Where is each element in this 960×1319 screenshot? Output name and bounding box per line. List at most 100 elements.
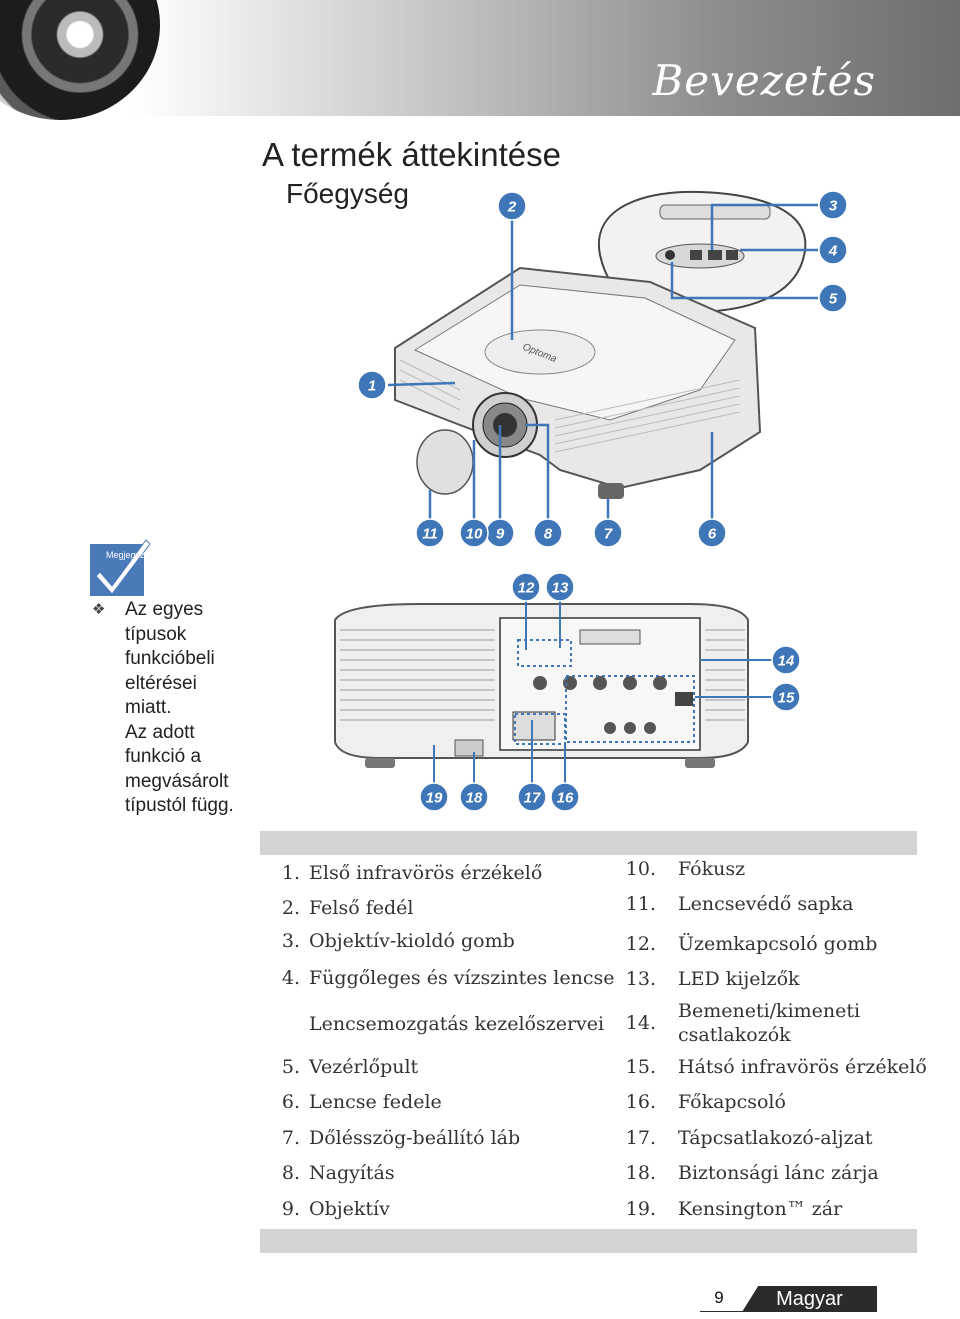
part-number: 1. bbox=[281, 862, 300, 884]
callout-number: 3 bbox=[829, 198, 838, 215]
part-name-line2: csatlakozók bbox=[678, 1024, 791, 1046]
projector-rear-image bbox=[334, 603, 749, 768]
note-line: típusok bbox=[125, 623, 187, 645]
callout-12: 12 bbox=[511, 572, 541, 602]
part-name: Biztonsági lánc zárja bbox=[678, 1162, 879, 1184]
callouts-top: 1 2 3 4 5 6 7 8 9 10 11 bbox=[357, 190, 848, 548]
part-name: Vezérlőpult bbox=[309, 1056, 419, 1078]
part-number: 13. bbox=[625, 968, 656, 990]
part-name: Objektív-kioldó gomb bbox=[309, 930, 515, 952]
part-number: 16. bbox=[625, 1091, 656, 1113]
part-number: 11. bbox=[625, 893, 656, 915]
callouts-rear: 12 13 14 15 16 17 18 19 bbox=[419, 572, 801, 812]
part-number: 5. bbox=[281, 1056, 300, 1078]
part-name: Objektív bbox=[309, 1198, 390, 1220]
projector-top-image: Optoma bbox=[394, 266, 762, 499]
page-footer: 9 Magyar bbox=[700, 1286, 877, 1312]
section-subtitle: Főegység bbox=[286, 178, 409, 209]
note-line: eltérései bbox=[125, 672, 197, 694]
note-badge-label: Megjegyzés bbox=[106, 550, 150, 560]
callout-number: 17 bbox=[524, 790, 541, 807]
part-name: Fókusz bbox=[678, 858, 746, 880]
callout-number: 2 bbox=[507, 199, 517, 216]
note-text: ❖ Az egyes típusok funkcióbeli eltérései mia… bbox=[92, 598, 242, 819]
part-name: Lencse fedele bbox=[309, 1091, 442, 1113]
part-number: 6. bbox=[281, 1091, 300, 1113]
callout-number: 14 bbox=[778, 653, 795, 670]
part-number: 15. bbox=[625, 1056, 656, 1078]
part-number: 17. bbox=[625, 1127, 656, 1149]
part-number: 10. bbox=[625, 858, 656, 880]
callout-number: 19 bbox=[426, 790, 443, 807]
part-name: LED kijelzők bbox=[678, 968, 800, 990]
part-number: 9. bbox=[281, 1198, 300, 1220]
callout-3: 3 bbox=[818, 190, 848, 220]
chapter-title: Bevezetés bbox=[652, 56, 876, 105]
callout-10: 10 bbox=[459, 518, 489, 548]
callout-number: 9 bbox=[496, 526, 505, 543]
note-line: miatt. bbox=[125, 697, 172, 718]
part-name: Lencsevédő sapka bbox=[678, 893, 854, 915]
callout-number: 1 bbox=[368, 378, 376, 395]
checkmark-icon: Megjegyzés bbox=[90, 539, 150, 596]
callout-1: 1 bbox=[357, 370, 387, 400]
part-name: Felső fedél bbox=[309, 897, 414, 919]
footer-language: Magyar bbox=[742, 1286, 877, 1312]
part-name: Tápcsatlakozó-aljzat bbox=[678, 1127, 873, 1149]
callout-11: 11 bbox=[415, 518, 445, 548]
callout-number: 8 bbox=[544, 526, 553, 543]
callout-5: 5 bbox=[818, 283, 848, 313]
part-name: Dőlésszög-beállító láb bbox=[309, 1127, 521, 1149]
page-title: A termék áttekintése bbox=[262, 136, 561, 173]
callout-number: 10 bbox=[466, 526, 483, 543]
callout-number: 5 bbox=[829, 291, 838, 308]
diamond-bullet-icon: ❖ bbox=[92, 601, 106, 618]
callout-number: 11 bbox=[422, 526, 438, 543]
callout-number: 15 bbox=[778, 690, 795, 707]
table-top-bar bbox=[260, 831, 917, 855]
header-band: Bevezetés bbox=[0, 0, 960, 120]
part-number: 3. bbox=[281, 930, 300, 952]
table-bottom-bar bbox=[260, 1229, 917, 1253]
callout-number: 13 bbox=[552, 580, 569, 597]
callout-9: 9 bbox=[485, 518, 515, 548]
note-line: Az adott bbox=[125, 721, 195, 743]
part-number: 2. bbox=[281, 897, 300, 919]
callout-14: 14 bbox=[771, 645, 801, 675]
callout-number: 16 bbox=[557, 790, 574, 807]
part-name: Nagyítás bbox=[309, 1162, 395, 1184]
part-number: 4. bbox=[281, 967, 300, 989]
callout-4: 4 bbox=[818, 235, 848, 265]
page-number: 9 bbox=[714, 1288, 724, 1307]
callout-15: 15 bbox=[771, 682, 801, 712]
callout-6: 6 bbox=[697, 518, 727, 548]
note-line: Az egyes bbox=[125, 599, 204, 620]
part-number: 14. bbox=[625, 1012, 656, 1034]
part-number: 8. bbox=[281, 1162, 300, 1184]
note-line: megvásárolt bbox=[125, 770, 229, 792]
part-name: Első infravörös érzékelő bbox=[309, 862, 543, 884]
callout-18: 18 bbox=[459, 782, 489, 812]
part-name: Hátsó infravörös érzékelő bbox=[678, 1056, 927, 1078]
callout-16: 16 bbox=[550, 782, 580, 812]
note-line: funkció a bbox=[125, 746, 202, 767]
callout-17: 17 bbox=[517, 782, 547, 812]
part-name: Kensington™ zár bbox=[678, 1198, 843, 1220]
part-name: Függőleges és vízszintes lencse bbox=[309, 967, 615, 989]
callout-7: 7 bbox=[593, 518, 623, 548]
part-name: Üzemkapcsoló gomb bbox=[678, 933, 878, 955]
callout-number: 7 bbox=[604, 526, 613, 543]
part-number: 7. bbox=[281, 1127, 300, 1149]
callout-2: 2 bbox=[497, 191, 527, 221]
callout-number: 6 bbox=[708, 526, 717, 543]
callout-8: 8 bbox=[533, 518, 563, 548]
projector-diagrams: Optoma bbox=[334, 190, 848, 812]
part-name: Lencsemozgatás kezelőszervei bbox=[309, 1013, 605, 1035]
callout-13: 13 bbox=[545, 572, 575, 602]
note-line: típustól függ. bbox=[125, 795, 234, 816]
note-line: funkcióbeli bbox=[125, 648, 215, 669]
callout-number: 12 bbox=[518, 580, 535, 597]
part-number: 12. bbox=[625, 933, 656, 955]
callout-number: 18 bbox=[466, 790, 483, 807]
callout-19: 19 bbox=[419, 782, 449, 812]
